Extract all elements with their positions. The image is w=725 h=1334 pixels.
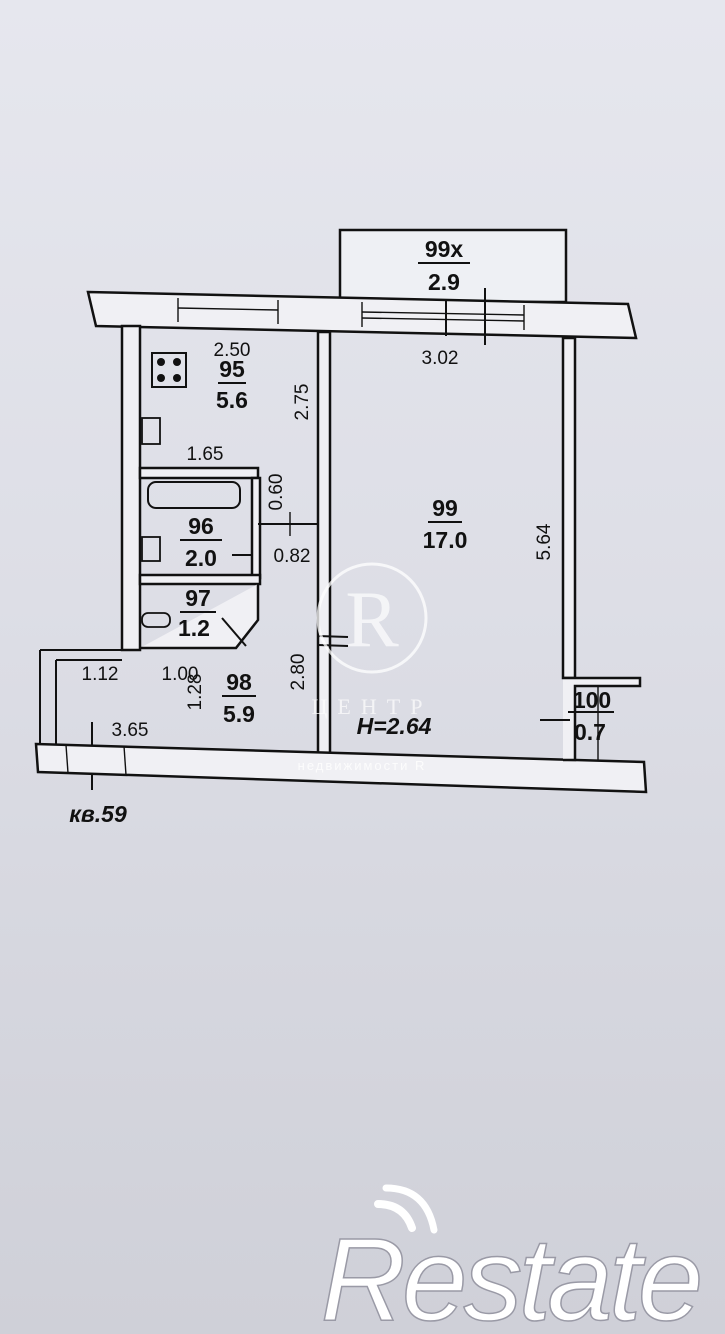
dim-hall-length: 2.80 [288,654,309,691]
sink-icon [141,417,161,445]
watermark-letter: R [345,576,399,664]
living-number: 99 [432,495,458,521]
left-wall [120,324,142,652]
bottom-wall [34,742,648,794]
dim-corridor-b: 1.00 [162,664,199,685]
toilet-icon [141,612,171,628]
dim-bath-width: 1.65 [187,444,224,465]
toilet-area: 1.2 [178,615,210,641]
dim-kitchen-length: 2.75 [292,384,313,421]
dim-entry-width: 3.65 [112,720,149,741]
logo-signal-icon [374,1200,416,1232]
closet-area: 0.7 [574,719,606,745]
ceiling-height: H=2.64 [357,713,432,739]
apartment-label: кв.59 [69,801,127,827]
dim-bath-depth: 0.60 [266,474,287,511]
dim-hall-depth: 1.28 [185,674,206,711]
balcony-outline [338,228,568,304]
dim-kitchen-width: 2.50 [214,340,251,361]
balcony-number: 99х [425,236,464,262]
closet-number: 100 [573,687,611,713]
living-area: 17.0 [423,527,468,553]
dim-bath-door: 0.82 [274,546,311,567]
watermark-circle [316,562,428,674]
bathroom-number: 96 [188,513,214,539]
logo-text: Restate [321,1214,700,1334]
dim-corridor-a: 1.12 [82,664,119,685]
balcony-area: 2.9 [428,269,460,295]
toilet-number: 97 [185,585,211,611]
dim-living-length: 5.64 [534,523,555,560]
right-wall [561,336,577,680]
bathtub-icon [147,481,241,509]
hallway-area: 5.9 [223,701,255,727]
stove-icon [151,352,187,388]
kitchen-number: 95 [219,356,245,382]
bathroom-area: 2.0 [185,545,217,571]
partition-wall [316,330,332,758]
watermark-title: ЦЕНТР [312,694,433,719]
washbasin-icon [141,536,161,562]
hallway-number: 98 [226,669,252,695]
watermark-subtitle: недвижимости R [298,758,427,773]
dim-living-width: 3.02 [422,348,459,369]
kitchen-area: 5.6 [216,387,248,413]
